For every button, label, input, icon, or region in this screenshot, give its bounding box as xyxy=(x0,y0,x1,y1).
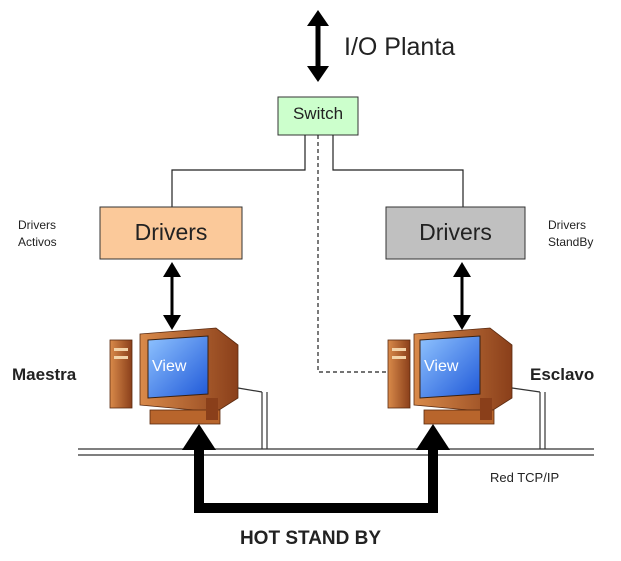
right-double-arrow xyxy=(453,262,471,330)
switch-connectors xyxy=(171,135,464,373)
drivers-activos-line2: Activos xyxy=(18,235,57,249)
hot-standby-arrow xyxy=(182,424,450,513)
esclavo-label: Esclavo xyxy=(530,365,595,384)
io-planta-label: I/O Planta xyxy=(344,33,456,61)
red-tcp-ip-label: Red TCP/IP xyxy=(490,470,560,485)
drivers-label-right: Drivers xyxy=(419,219,492,245)
left-computer-icon xyxy=(109,327,263,425)
drivers-activos-line1: Drivers xyxy=(18,218,56,232)
network-line xyxy=(78,392,594,456)
drivers-standby-line2: StandBy xyxy=(548,235,594,249)
switch-label: Switch xyxy=(292,104,344,123)
left-double-arrow xyxy=(163,262,181,330)
switch-box xyxy=(277,96,359,136)
screen-text-left: View xyxy=(152,358,187,375)
io-double-arrow xyxy=(307,10,329,82)
hot-standby-label: HOT STAND BY xyxy=(239,528,382,549)
drivers-standby-line1: Drivers xyxy=(548,218,586,232)
maestra-label: Maestra xyxy=(12,365,77,384)
drivers-box-left xyxy=(99,206,243,260)
screen-text-right: View xyxy=(424,358,459,375)
drivers-box-right xyxy=(385,206,526,260)
right-computer-icon xyxy=(387,327,541,425)
drivers-label-left: Drivers xyxy=(134,219,208,245)
